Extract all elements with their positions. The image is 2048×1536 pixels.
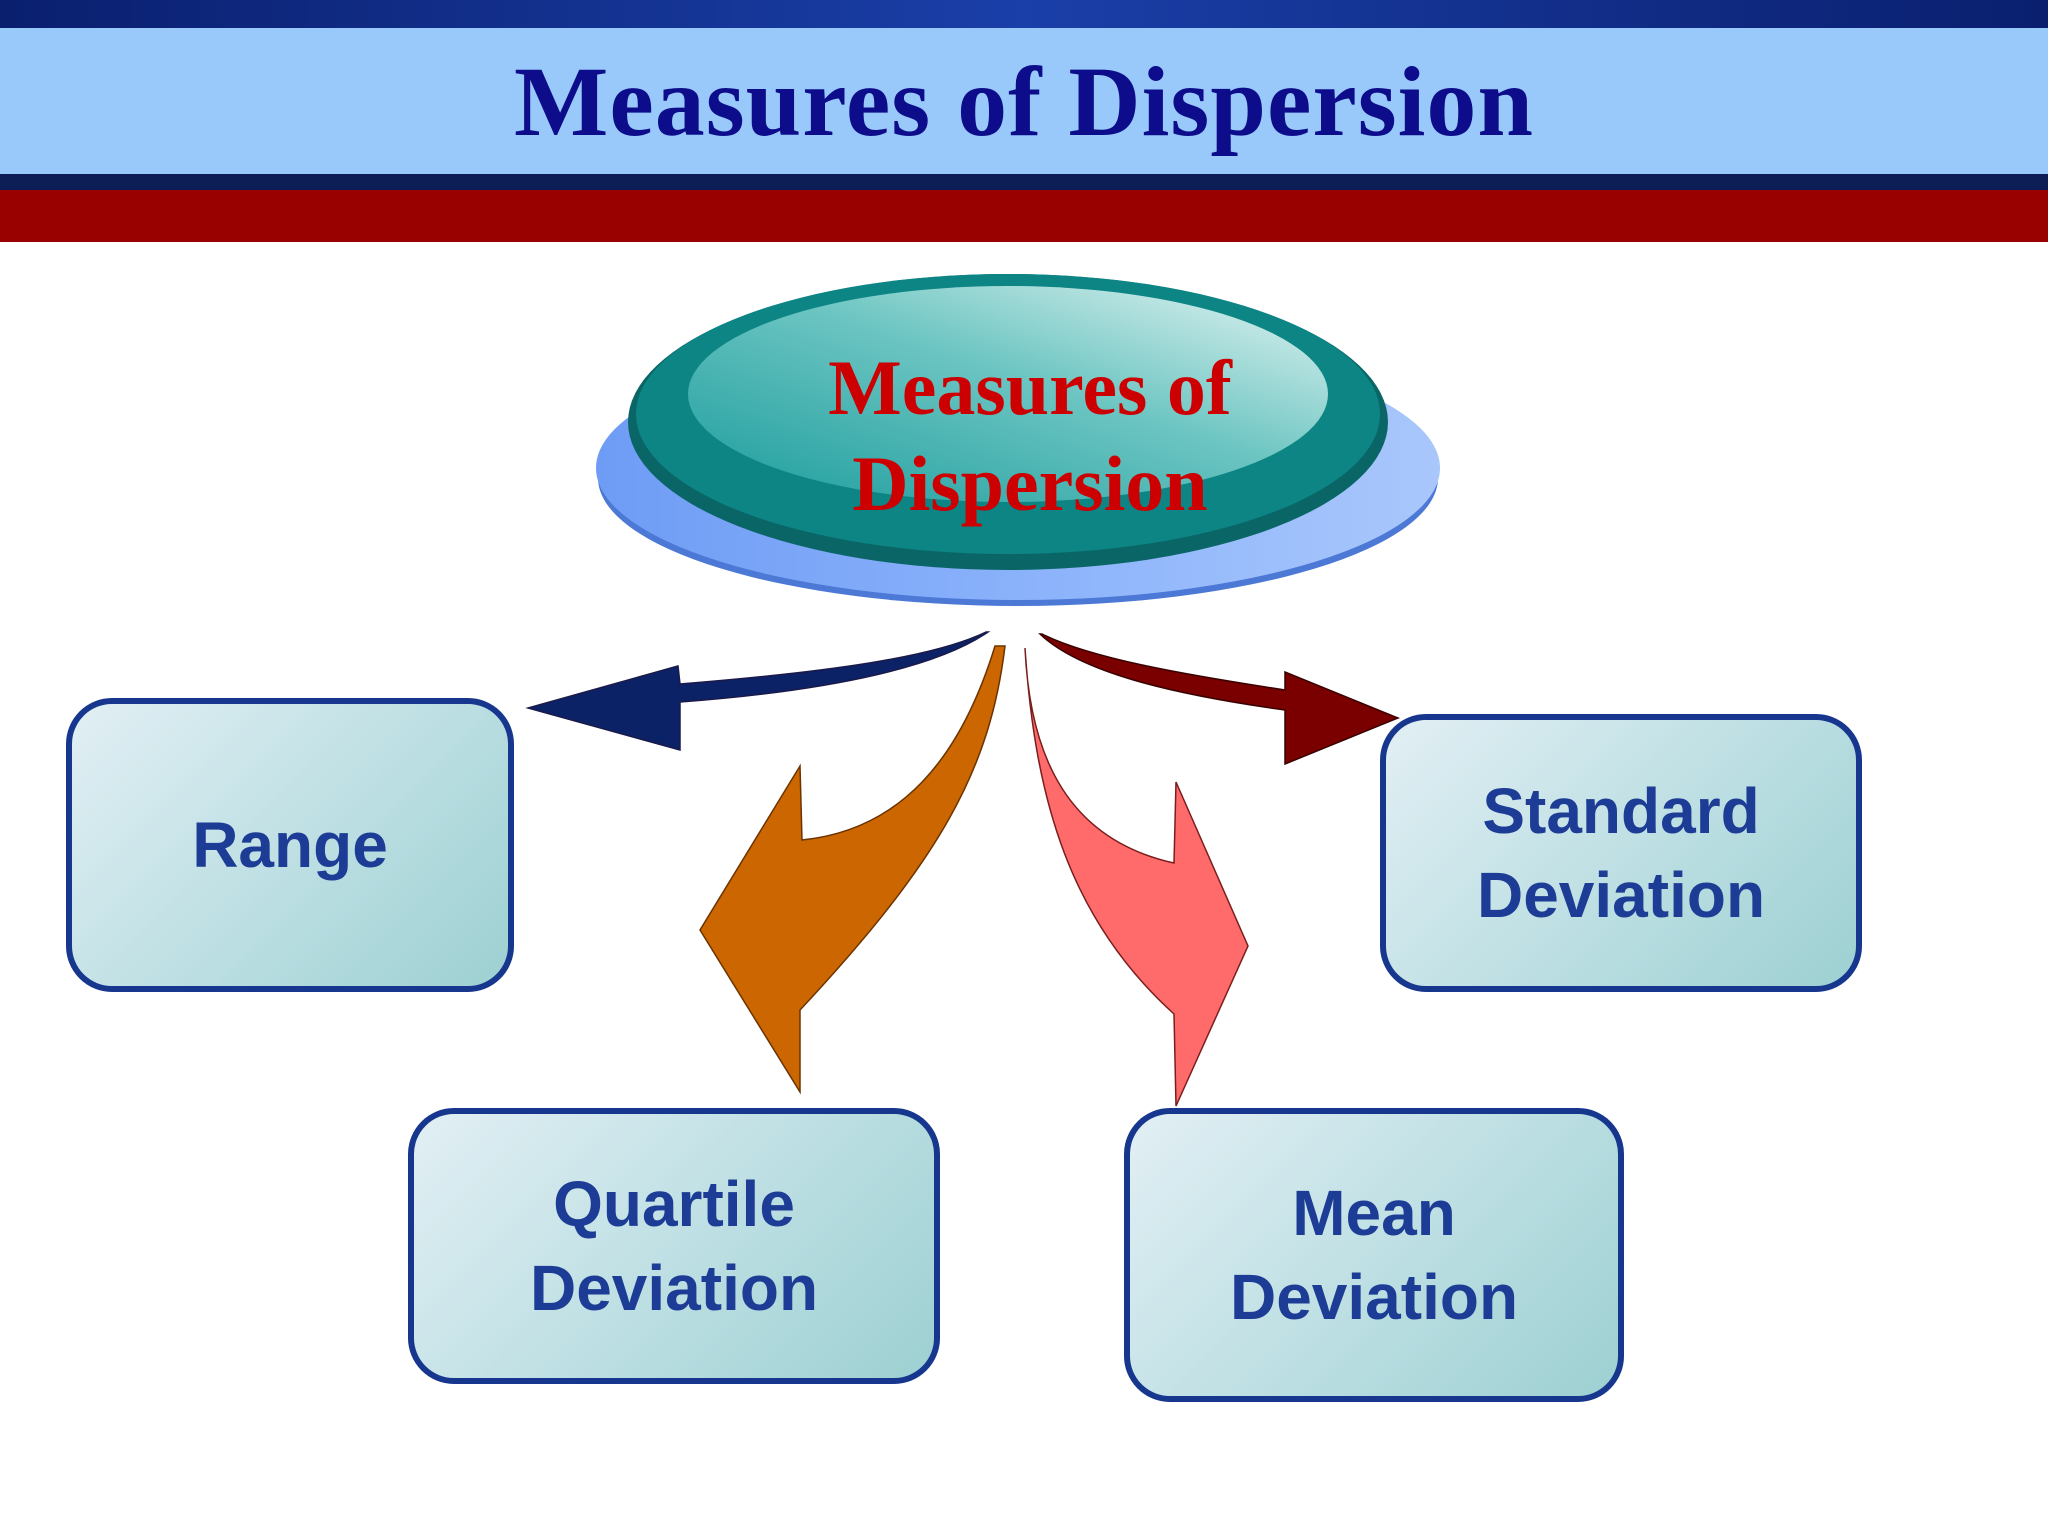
arrow-to-quartile (699, 645, 1006, 1095)
red-band (0, 190, 2048, 242)
node-range-label: Range (192, 809, 388, 881)
center-label: Measures of Dispersion (828, 344, 1232, 527)
diagram-canvas (525, 274, 1440, 1107)
slide-title: Measures of Dispersion (513, 45, 1535, 157)
arrow-to-standard (1038, 633, 1400, 766)
top-strip (0, 0, 2048, 28)
arrow-to-range (525, 631, 991, 751)
arrow-to-mean (1024, 647, 1249, 1107)
title-band: Measures of Dispersion (0, 28, 2048, 174)
node-range: Range (66, 698, 514, 992)
node-mean-label: Mean Deviation (1229, 1177, 1519, 1333)
node-quartile-deviation: Quartile Deviation (408, 1108, 940, 1384)
node-quartile-label: Quartile Deviation (529, 1168, 819, 1324)
node-standard-label: Standard Deviation (1476, 775, 1766, 931)
navy-divider (0, 174, 2048, 190)
node-standard-deviation: Standard Deviation (1380, 714, 1862, 992)
node-mean-deviation: Mean Deviation (1124, 1108, 1624, 1402)
center-ellipse (596, 274, 1440, 606)
